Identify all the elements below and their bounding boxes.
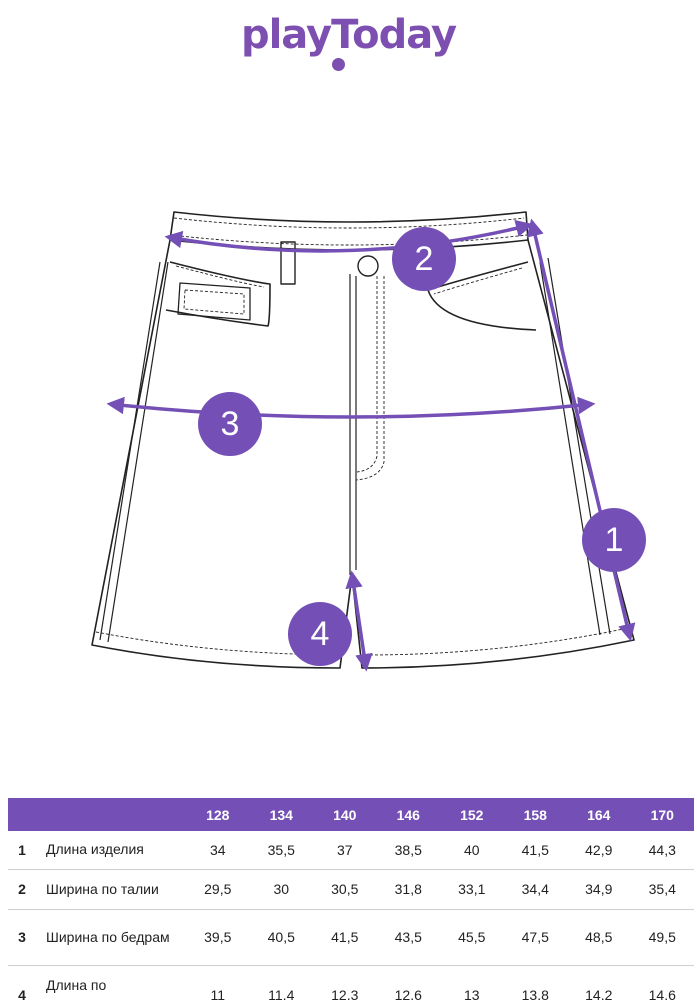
- row-label: Длина изделия: [46, 841, 144, 858]
- table-row: 2 Ширина по талии 29,5 30 30,5 31,8 33,1…: [8, 869, 694, 909]
- marker-badge-2: 2: [392, 227, 456, 291]
- table-cell: 45,5: [458, 929, 486, 945]
- table-cell: 12,6: [394, 987, 422, 1000]
- logo-dot: [332, 58, 345, 71]
- row-label: Длина по внутреннему шву: [46, 977, 159, 1000]
- table-cell: 11: [210, 987, 226, 1000]
- table-cell: 41,5: [331, 929, 359, 945]
- size-col-128: 128: [186, 798, 250, 831]
- size-col-152: 152: [440, 798, 504, 831]
- table-cell: 35,4: [648, 881, 676, 897]
- table-cell: 13,8: [521, 987, 549, 1000]
- table-cell: 33,1: [458, 881, 486, 897]
- row-label: Ширина по бедрам: [46, 928, 170, 945]
- marker-badge-3: 3: [198, 392, 262, 456]
- table-cell: 47,5: [521, 929, 549, 945]
- shorts-sketch: [91, 211, 636, 672]
- size-table: 128 134 140 146 152 158 164 170 1 Длина …: [8, 798, 694, 1000]
- size-header-row: 128 134 140 146 152 158 164 170: [8, 798, 694, 831]
- size-col-164: 164: [567, 798, 631, 831]
- table-cell: 11,4: [268, 987, 295, 1000]
- table-cell: 41,5: [521, 841, 549, 858]
- table-cell: 34,4: [521, 881, 549, 897]
- brand-logo: playToday: [0, 6, 697, 71]
- table-row: 4 Длина по внутреннему шву 11 11,4 12,3 …: [8, 965, 694, 1000]
- table-cell: 38,5: [394, 841, 422, 858]
- table-cell: 13: [463, 987, 480, 1000]
- table-cell: 49,5: [648, 929, 676, 945]
- measure-line-2: [164, 219, 534, 253]
- table-cell: 14,6: [648, 987, 676, 1000]
- size-col-170: 170: [630, 798, 694, 831]
- table-cell: 30,5: [331, 881, 359, 897]
- table-row: 1 Длина изделия 34 35,5 37 38,5 40 41,5 …: [8, 831, 694, 869]
- table-cell: 14,2: [585, 987, 613, 1000]
- table-cell: 37: [336, 841, 353, 858]
- header-empty-name: [36, 798, 186, 831]
- size-col-158: 158: [503, 798, 567, 831]
- table-cell: 34,9: [585, 881, 613, 897]
- measure-line-1: [526, 218, 636, 642]
- table-cell: 44,3: [648, 841, 676, 858]
- table-cell: 30: [273, 881, 290, 897]
- row-label: Ширина по талии: [46, 880, 159, 897]
- logo-text: playToday: [240, 12, 457, 58]
- table-cell: 31,8: [394, 881, 422, 897]
- header-empty-num: [8, 798, 36, 831]
- table-row: 3 Ширина по бедрам 39,5 40,5 41,5 43,5 4…: [8, 909, 694, 965]
- measure-line-4: [345, 570, 373, 672]
- measure-line-3: [106, 396, 596, 419]
- table-cell: 29,5: [204, 881, 232, 897]
- shorts-drawing: 2 3 1 4: [0, 190, 697, 690]
- table-cell: 39,5: [204, 929, 232, 945]
- table-cell: 48,5: [585, 929, 613, 945]
- row-number: 3: [18, 929, 26, 945]
- size-col-134: 134: [249, 798, 313, 831]
- table-cell: 43,5: [394, 929, 422, 945]
- size-col-146: 146: [376, 798, 440, 831]
- row-number: 2: [18, 881, 26, 897]
- table-cell: 34: [209, 841, 226, 858]
- table-cell: 12,3: [331, 987, 359, 1000]
- table-cell: 40: [463, 841, 480, 858]
- row-number: 4: [18, 987, 26, 1000]
- row-number: 1: [18, 841, 26, 858]
- marker-badge-4: 4: [288, 602, 352, 666]
- table-cell: 42,9: [585, 841, 613, 858]
- table-cell: 40,5: [267, 929, 295, 945]
- marker-badge-1: 1: [582, 508, 646, 572]
- table-cell: 35,5: [267, 841, 295, 858]
- size-col-140: 140: [313, 798, 377, 831]
